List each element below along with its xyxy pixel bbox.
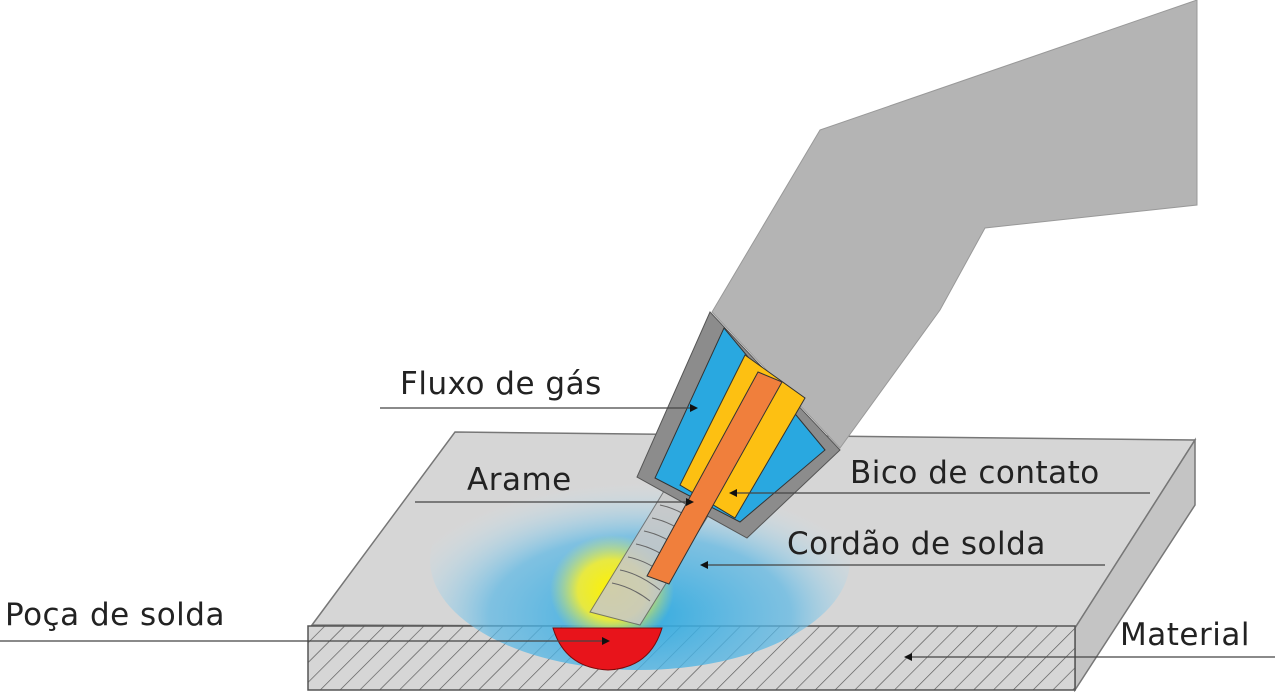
label-weld-bead: Cordão de solda [787, 526, 1046, 562]
label-material: Material [1120, 617, 1250, 653]
label-wire: Arame [467, 462, 572, 498]
wire [646, 371, 783, 585]
weld-pool [552, 627, 663, 671]
label-gas-flow: Fluxo de gás [400, 366, 602, 402]
leader-lines [0, 407, 1275, 658]
label-contact-tip: Bico de contato [850, 455, 1100, 491]
leader-arrowheads [602, 404, 912, 661]
torch-body [711, 0, 1198, 449]
label-weld-pool: Poça de solda [5, 597, 225, 633]
